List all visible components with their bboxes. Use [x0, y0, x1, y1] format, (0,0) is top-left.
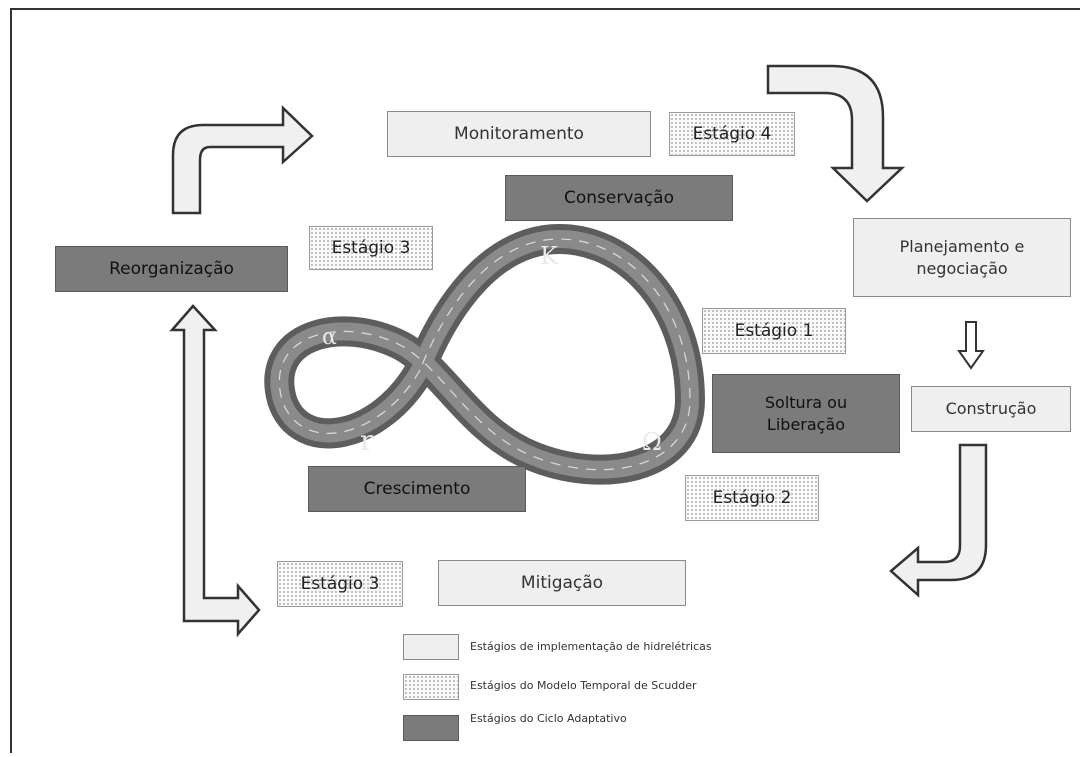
box-construcao: Construção	[911, 386, 1071, 432]
legend-label-dotted: Estágios do Modelo Temporal de Scudder	[470, 679, 697, 692]
box-estagio-4: Estágio 4	[669, 112, 795, 156]
box-reorganizacao: Reorganização	[55, 246, 288, 292]
soltura-line1: Soltura ou	[764, 392, 848, 412]
box-monitoramento: Monitoramento	[387, 111, 651, 157]
box-estagio-1: Estágio 1	[702, 308, 846, 354]
box-estagio-3-top: Estágio 3	[309, 226, 433, 270]
r-symbol: r	[360, 424, 374, 457]
adaptive-cycle-loop: α K r Ω	[264, 224, 705, 485]
legend-swatch-light	[403, 634, 459, 660]
box-crescimento: Crescimento	[308, 466, 526, 512]
alpha-symbol: α	[322, 325, 337, 350]
arrow-construcao-to-mitigacao	[889, 443, 988, 598]
legend-label-light: Estágios de implementação de hidrelétric…	[470, 640, 712, 653]
omega-symbol: Ω	[642, 428, 662, 456]
arrow-reorganizacao-to-estagio3	[169, 304, 261, 638]
box-mitigacao: Mitigação	[438, 560, 686, 606]
legend-label-dark: Estágios do Ciclo Adaptativo	[470, 712, 627, 725]
box-planejamento: Planejamento e negociação	[853, 218, 1071, 297]
arrow-monitoramento-to-planejamento	[766, 64, 906, 203]
box-estagio-3-bottom: Estágio 3	[277, 561, 403, 607]
k-symbol: K	[540, 242, 559, 270]
arrow-reorganizacao-to-monitoramento	[171, 105, 314, 215]
box-estagio-2: Estágio 2	[685, 475, 819, 521]
planejamento-line1: Planejamento e	[899, 236, 1025, 256]
box-conservacao: Conservação	[505, 175, 733, 221]
diagram-frame	[10, 8, 1080, 753]
planejamento-line2: negociação	[916, 258, 1008, 278]
legend-swatch-dotted	[403, 674, 459, 700]
box-soltura-liberacao: Soltura ou Liberação	[712, 374, 900, 453]
arrow-planejamento-to-construcao	[957, 321, 985, 370]
legend-swatch-dark	[403, 715, 459, 741]
soltura-line2: Liberação	[766, 414, 846, 434]
